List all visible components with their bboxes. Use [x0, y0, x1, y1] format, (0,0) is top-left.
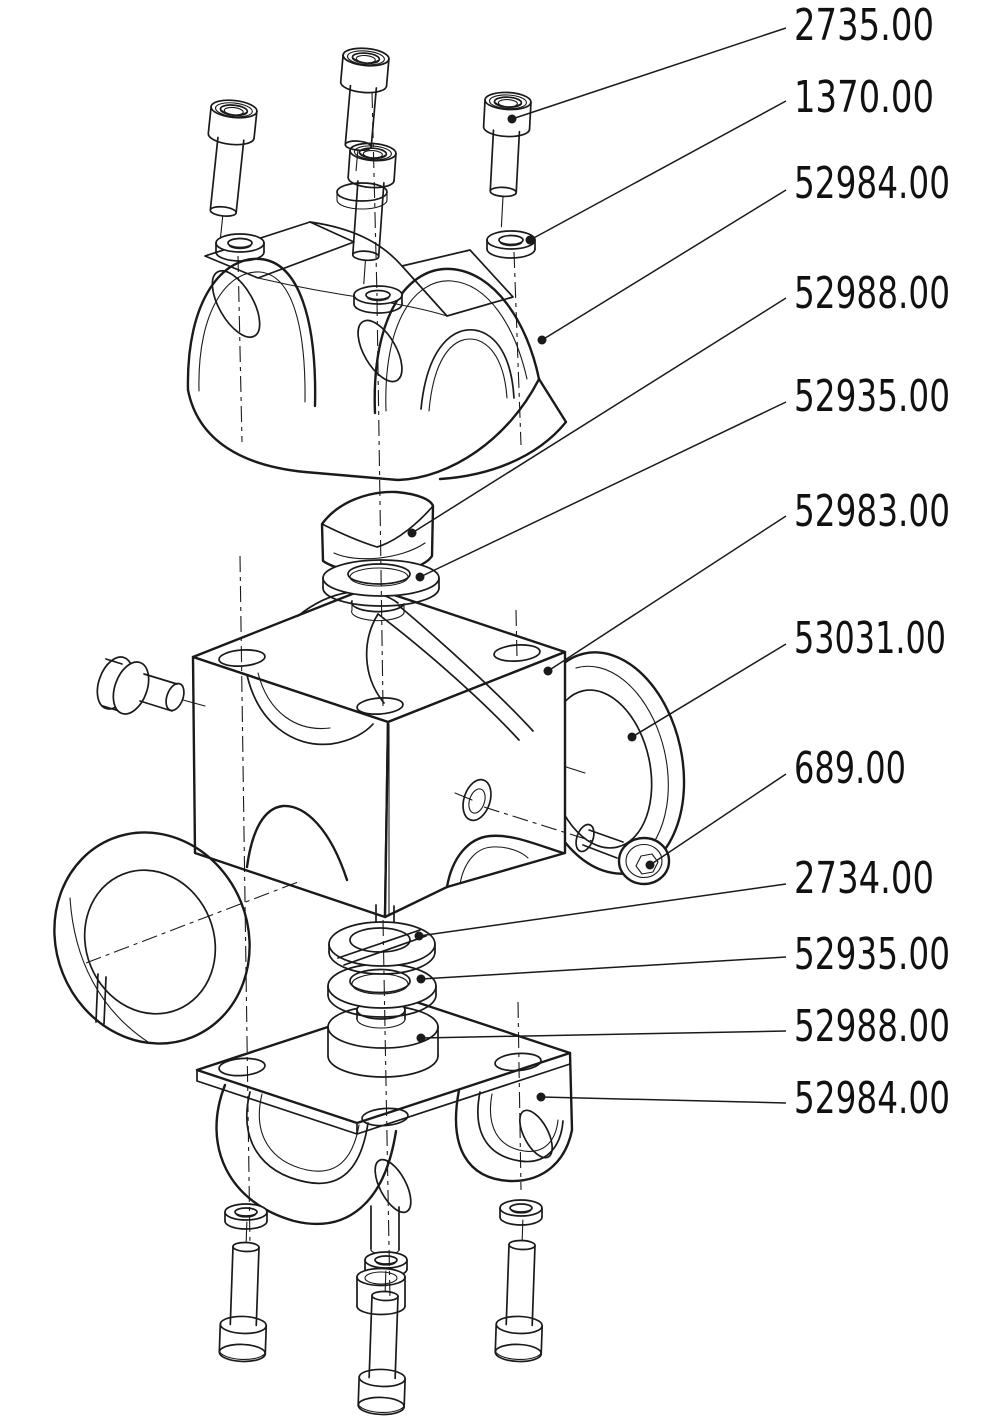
- split-ring: [53, 831, 251, 1045]
- side-screw-right: [575, 823, 671, 886]
- centerlines: [85, 91, 593, 1301]
- cap-screw-top-mid-lower: [346, 141, 398, 286]
- washer-bottom-left: [224, 1203, 268, 1230]
- base-screw-left: [218, 1220, 271, 1364]
- back-screw-head: [356, 1267, 406, 1316]
- disc-cylinder: [327, 1000, 439, 1078]
- callout-52935-top: 52935.00: [794, 371, 950, 422]
- cap-screw-top-left: [206, 97, 259, 241]
- callout-52984-top: 52984.00: [794, 158, 950, 209]
- washer-bottom-right: [499, 1199, 543, 1226]
- callout-52988-bottom: 52988.00: [794, 1001, 950, 1052]
- washer-top-right: [486, 230, 536, 259]
- callout-1370: 1370.00: [794, 72, 934, 123]
- washer-top-mid: [353, 285, 403, 314]
- callout-52984-bottom: 52984.00: [794, 1073, 950, 1124]
- callout-52935-bottom: 52935.00: [794, 929, 950, 980]
- flange-disc: [530, 651, 686, 875]
- leader-lines: [407, 27, 787, 1104]
- base-screw-right: [494, 1218, 547, 1364]
- bottom-clamp-half: [195, 998, 574, 1256]
- callout-2735: 2735.00: [794, 0, 934, 51]
- callout-689: 689.00: [794, 743, 906, 794]
- washer-behind-screw: [336, 182, 388, 210]
- slotted-ring: [328, 921, 436, 975]
- washer-top-left: [215, 233, 265, 262]
- callout-2734: 2734.00: [794, 853, 934, 904]
- body-bottom-boss-lines: [375, 904, 395, 925]
- callout-52983: 52983.00: [794, 486, 950, 537]
- cap-screw-top-right: [482, 90, 533, 229]
- side-screw-left: [96, 656, 206, 715]
- callout-52988-top: 52988.00: [794, 268, 950, 319]
- callout-53031: 53031.00: [794, 613, 946, 664]
- base-screw-mid: [357, 1269, 410, 1417]
- top-clamp-cap: [186, 221, 568, 482]
- disc-washer: [327, 963, 437, 1018]
- main-body-block: [191, 585, 567, 919]
- part-callouts: 2735.00 1370.00 52984.00 52988.00 52935.…: [794, 0, 950, 1124]
